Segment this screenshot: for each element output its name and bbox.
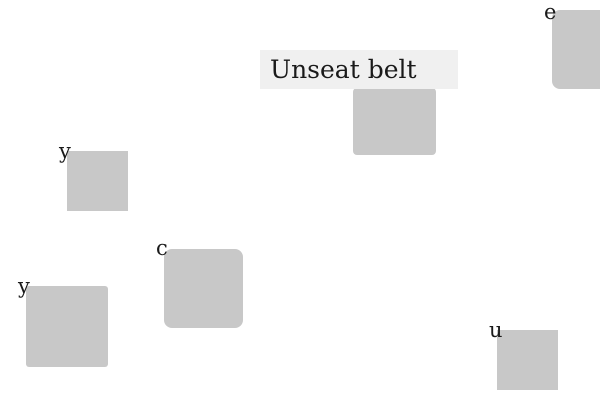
instruction-banner: Unseat belt (260, 50, 458, 89)
tile-c[interactable] (164, 249, 243, 328)
tile-label-c: c (156, 236, 168, 260)
tile-unlabeled[interactable] (353, 88, 436, 155)
tile-label-y-upper: y (59, 139, 71, 163)
tile-y-lower[interactable] (26, 286, 108, 367)
tile-e[interactable] (552, 10, 600, 89)
tile-label-y-lower: y (18, 274, 30, 298)
tile-u[interactable] (497, 330, 558, 390)
tile-label-u: u (489, 318, 503, 342)
tile-y-upper[interactable] (67, 151, 128, 211)
tile-label-e: e (544, 0, 557, 24)
